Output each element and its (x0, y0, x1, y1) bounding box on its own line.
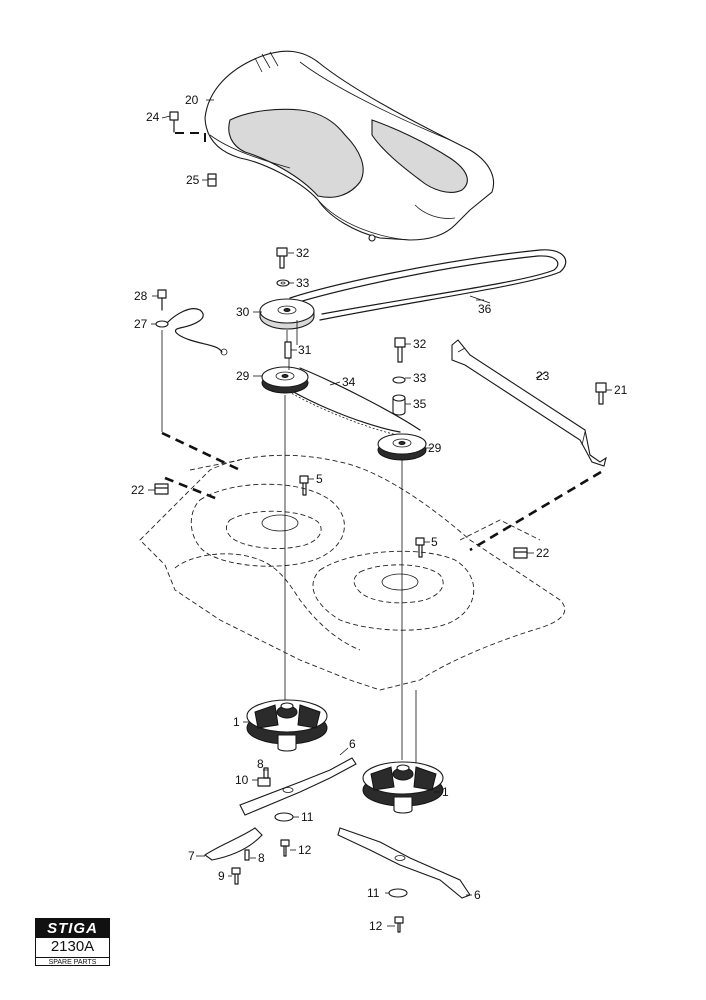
pulley-29-right (377, 433, 427, 461)
callout-27: 27 (134, 317, 148, 331)
document-code: 2130A (50, 938, 95, 955)
bracket-23 (451, 339, 607, 467)
callout-30: 30 (236, 305, 250, 319)
spindle-1-left (246, 699, 328, 752)
shaft-lines (284, 320, 417, 770)
screw-9 (231, 867, 241, 885)
callout-8-top: 8 (257, 757, 264, 771)
callout-7: 7 (188, 849, 195, 863)
callout-35: 35 (413, 397, 427, 411)
screw-5-left (299, 475, 309, 496)
screw-12-right (394, 916, 404, 933)
callout-33-right: 33 (413, 371, 427, 385)
screw-28 (155, 289, 241, 472)
callout-10: 10 (235, 773, 249, 787)
callout-numbers: 20 24 25 32 33 30 36 28 27 31 32 33 35 2… (131, 93, 628, 933)
blade-7 (204, 827, 263, 861)
callout-36: 36 (478, 302, 492, 316)
spring-27 (167, 308, 228, 356)
callout-25: 25 (186, 173, 200, 187)
nut-22-right (513, 547, 528, 559)
screw-21 (469, 382, 607, 552)
callout-28: 28 (134, 289, 148, 303)
belt-cover (204, 50, 495, 242)
callout-1-right: 1 (442, 785, 449, 799)
bolt-32-right (392, 337, 406, 416)
callout-6-left: 6 (349, 737, 356, 751)
callout-9: 9 (218, 869, 225, 883)
callout-29-left: 29 (236, 369, 250, 383)
callout-32-top: 32 (296, 246, 310, 260)
washer-11-left (274, 812, 294, 822)
nut-25 (207, 173, 217, 187)
pin-31 (284, 341, 292, 359)
screw-8-bottom (244, 849, 250, 861)
screw-8-top (263, 767, 269, 779)
blade-6-right (337, 827, 471, 899)
callout-20: 20 (185, 93, 199, 107)
nut-22-left (154, 483, 169, 495)
callout-5-left: 5 (316, 472, 323, 486)
washer-11-right (388, 888, 408, 898)
brand-logo: STIGA (36, 919, 109, 938)
pulley-30 (259, 298, 315, 330)
callout-31: 31 (298, 343, 312, 357)
document-subtitle: SPARE PARTS (36, 957, 109, 967)
callout-1-left: 1 (233, 715, 240, 729)
callout-24: 24 (146, 110, 160, 124)
screw-12-left (280, 839, 290, 857)
callout-22-right: 22 (536, 546, 550, 560)
bolt-32-top (276, 247, 290, 287)
callout-33-top: 33 (296, 276, 310, 290)
spindle-1-right (362, 761, 444, 814)
callout-12-right: 12 (369, 919, 383, 933)
callout-34: 34 (342, 375, 356, 389)
callout-23: 23 (536, 369, 550, 383)
washer-10 (257, 777, 271, 787)
callout-8-bottom: 8 (258, 851, 265, 865)
callout-22-left: 22 (131, 483, 145, 497)
screw-24 (169, 111, 206, 142)
callout-6-right: 6 (474, 888, 481, 902)
callout-21: 21 (614, 383, 628, 397)
blade-6-left (239, 757, 357, 816)
belt-36 (289, 249, 567, 321)
brand-badge: STIGA 2130A SPARE PARTS (35, 918, 110, 966)
dash-links (164, 476, 221, 502)
callout-leaders (148, 99, 612, 927)
callout-12-left: 12 (298, 843, 312, 857)
pulley-29-left (261, 366, 309, 394)
callout-32-right: 32 (413, 337, 427, 351)
callout-29-right: 29 (428, 441, 442, 455)
screw-5-right (415, 537, 425, 558)
callout-5-right: 5 (431, 535, 438, 549)
callout-11-left: 11 (301, 810, 314, 824)
callout-11-right: 11 (367, 886, 380, 900)
mower-deck (139, 454, 566, 691)
